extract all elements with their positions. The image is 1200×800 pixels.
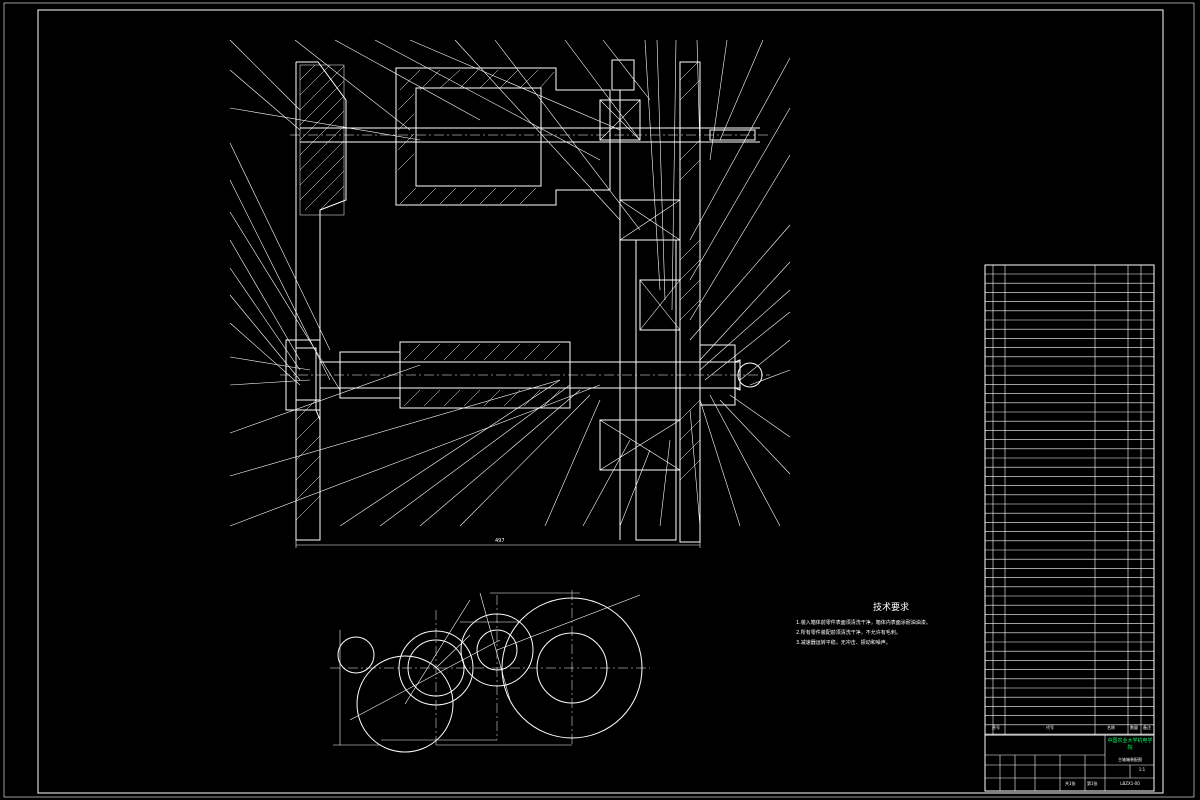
bom-header-no: 序号 [992,725,1000,730]
inner-border [37,9,1164,794]
tech-requirements-title: 技术要求 [872,603,909,613]
main-section-view: 497 [280,59,770,548]
title-block [984,734,1155,792]
leader-lines [229,39,791,527]
svg-text:497: 497 [495,538,505,544]
gear-layout-view [330,590,650,753]
bom-header-code: 代号 [1046,725,1054,730]
bom-table [984,264,1155,736]
tech-requirement-1: 1.装入箱体前零件表面须清洗干净，箱体内表面涂耐油油漆。 [796,620,931,626]
drawing-sheet: 共1张 [1065,781,1076,786]
drawing-title: 主轴箱装配图 [1118,757,1142,762]
hatch-left-wall [299,64,345,211]
tech-requirements: 技术要求 1.装入箱体前零件表面须清洗干净，箱体内表面涂耐油油漆。 2.所有零件… [796,600,986,648]
bom-header-name: 名称 [1107,725,1115,730]
drawing-code: LBZX1-00 [1120,781,1140,786]
hatch-top-block [397,69,555,205]
bom-header-row: 序号 代号 名称 数量 备注 [986,725,1154,734]
hatch-right-wall [679,61,701,481]
outer-border [3,2,1195,798]
title-school: 中国农业大学机电学院 [1107,738,1153,751]
tech-requirement-3: 3.减速器运转平稳，无冲击、振动和噪声。 [796,640,891,646]
bom-header-qty: 数量 [1130,725,1138,730]
bom-header-remark: 备注 [1143,725,1151,730]
tech-requirement-2: 2.所有零件装配前须清洗干净，不允许有毛刺。 [796,630,901,636]
drawing-scale: 1:1 [1138,767,1146,772]
drawing-sheet-no: 第1张 [1087,781,1098,786]
